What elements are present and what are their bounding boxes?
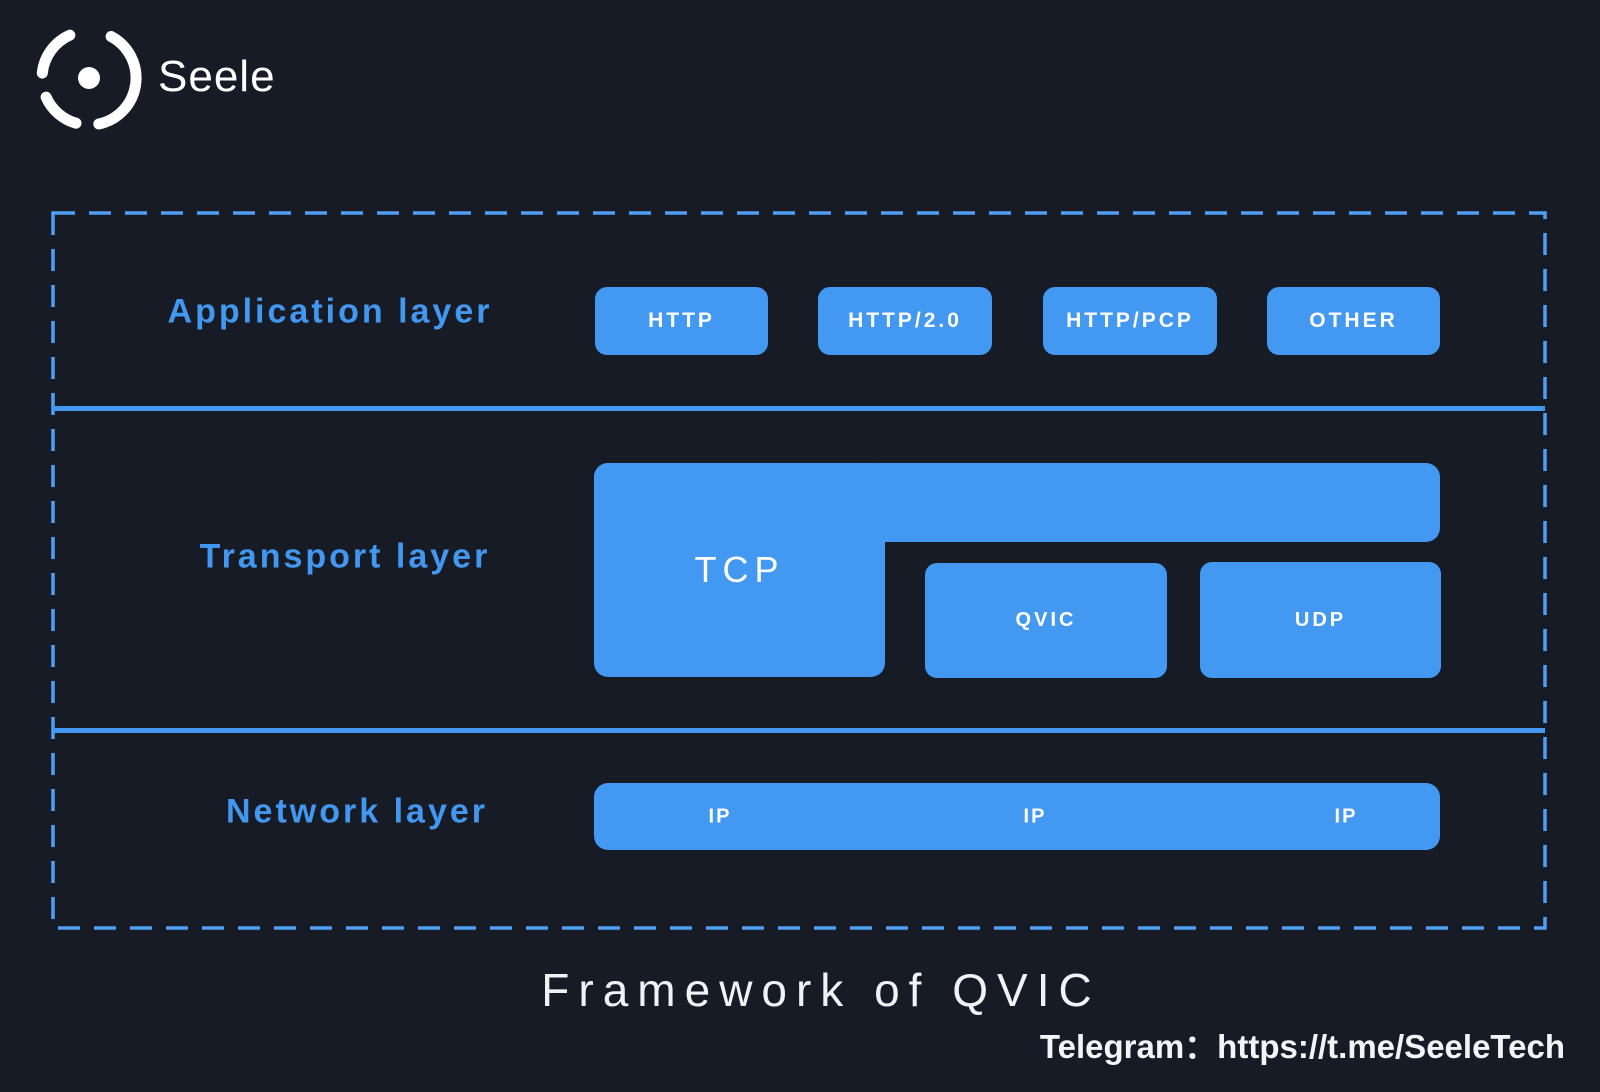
- block-httppcp: HTTP/PCP: [1043, 287, 1217, 355]
- page-title: Framework of QVIC: [541, 964, 1101, 1016]
- layer-label-application: Application layer: [167, 292, 493, 331]
- block-udp: UDP: [1200, 562, 1441, 678]
- layer-label-network: Network layer: [226, 792, 488, 831]
- block-http: HTTP: [595, 287, 768, 355]
- ip-label: IP: [1334, 805, 1358, 827]
- brand-text: Seele: [158, 52, 276, 101]
- seele-logo-icon: [36, 29, 142, 130]
- layer-label-transport: Transport layer: [199, 537, 491, 576]
- ip-label: IP: [708, 805, 732, 827]
- block-tcp: TCP: [594, 463, 885, 677]
- frame-border: [51, 211, 1547, 930]
- block-qvic: QVIC: [925, 563, 1167, 678]
- telegram-link: Telegram：https://t.me/SeeleTech: [1039, 1028, 1565, 1065]
- network-ip-bar: IP IP IP: [594, 783, 1440, 850]
- ip-label: IP: [1023, 805, 1047, 827]
- block-other: OTHER: [1267, 287, 1440, 355]
- block-http2: HTTP/2.0: [818, 287, 992, 355]
